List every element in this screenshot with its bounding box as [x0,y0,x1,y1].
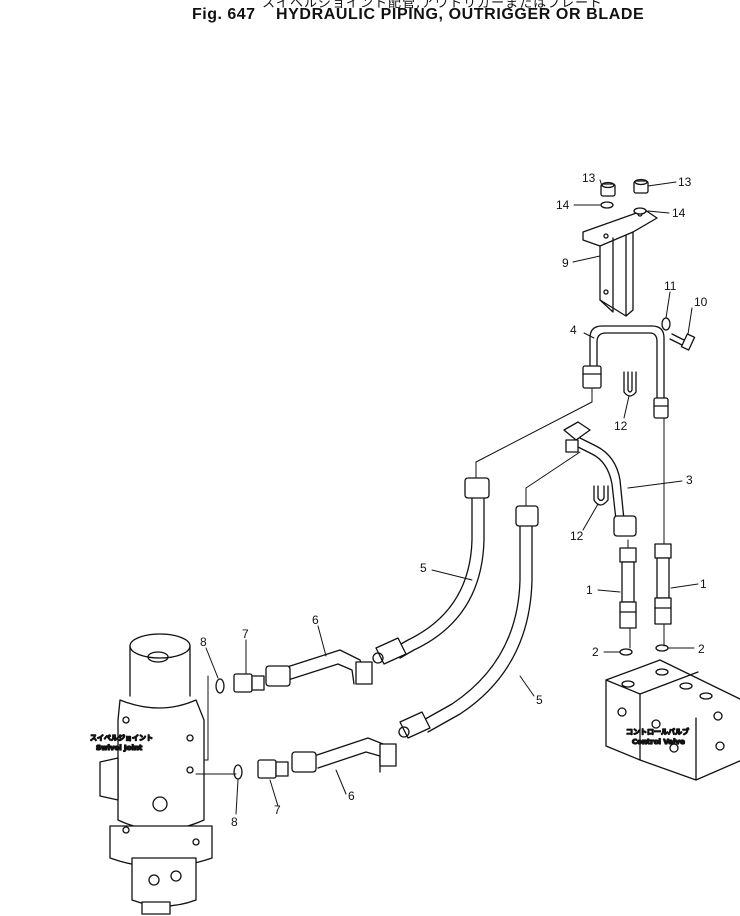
callout-5-lower: 5 [536,693,543,707]
o-ring-part-8-lower [233,764,243,780]
leader-lines [205,179,699,815]
callout-8-upper: 8 [200,635,207,649]
washer-part-14-left [600,201,614,209]
figure-header: スイベルジョイント配管,アウトリガーまたはブレード Fig. 647 HYDRA… [0,0,740,30]
hose-part-5-upper [372,477,490,665]
japanese-title: スイベルジョイント配管,アウトリガーまたはブレード [262,0,604,11]
callout-3: 3 [686,473,693,487]
nut-part-13-right [633,178,649,194]
control-valve-label-jp: コントロールバルブ [626,727,689,736]
o-ring-part-2-left [619,648,633,656]
figure-number: Fig. 647 [192,6,256,23]
washer-part-14-right [633,207,647,215]
callout-9: 9 [562,256,569,270]
tube-part-3 [563,421,637,537]
callout-13-left: 13 [582,171,596,185]
callout-6-upper: 6 [312,613,319,627]
control-valve-body [605,659,740,781]
callout-1-right: 1 [700,577,707,591]
swivel-joint-body [99,633,213,915]
callout-14-left: 14 [556,198,570,212]
callout-1-left: 1 [586,583,593,597]
u-bolt-part-12-lower [593,485,609,506]
callout-14-right: 14 [672,206,686,220]
callout-2-left: 2 [592,645,599,659]
callout-12-lower: 12 [570,529,584,543]
callout-10: 10 [694,295,708,309]
callout-numbers: 13 13 14 14 9 11 10 4 12 3 12 5 5 6 6 7 … [200,171,708,829]
callout-5-upper: 5 [420,561,427,575]
connector-part-7-upper [233,673,265,693]
hose-part-5-lower [398,505,539,739]
u-bolt-part-12-upper [623,371,637,397]
callout-8-lower: 8 [231,815,238,829]
adapter-part-1-right [654,543,672,625]
callout-7-lower: 7 [274,803,281,817]
washer-part-11 [661,317,671,331]
nut-part-13-left [600,181,616,197]
callout-4: 4 [570,323,577,337]
figure-title: HYDRAULIC PIPING, OUTRIGGER OR BLADE [276,6,645,23]
adapter-part-1-left [619,547,637,629]
swivel-joint-label-jp: スイベルジョイント [90,734,153,742]
callout-13-right: 13 [678,175,692,189]
connector-part-7-lower [257,759,289,779]
tube-part-4 [582,325,669,419]
elbow-fitting-part-6-upper [265,649,373,687]
bolt-part-10 [669,333,696,351]
routing-lines [195,387,665,775]
elbow-fitting-part-6-lower [291,737,397,773]
callout-6-lower: 6 [348,789,355,803]
swivel-joint-label-en: Swivel Joint [96,744,143,752]
control-valve-label-en: Control Valve [632,738,685,746]
bracket-part-9 [582,209,658,317]
o-ring-part-8-upper [215,678,225,694]
callout-12-upper: 12 [614,419,628,433]
o-ring-part-2-right [655,644,669,652]
callout-2-right: 2 [698,642,705,656]
callout-11: 11 [664,279,677,293]
callout-7-upper: 7 [242,627,249,641]
